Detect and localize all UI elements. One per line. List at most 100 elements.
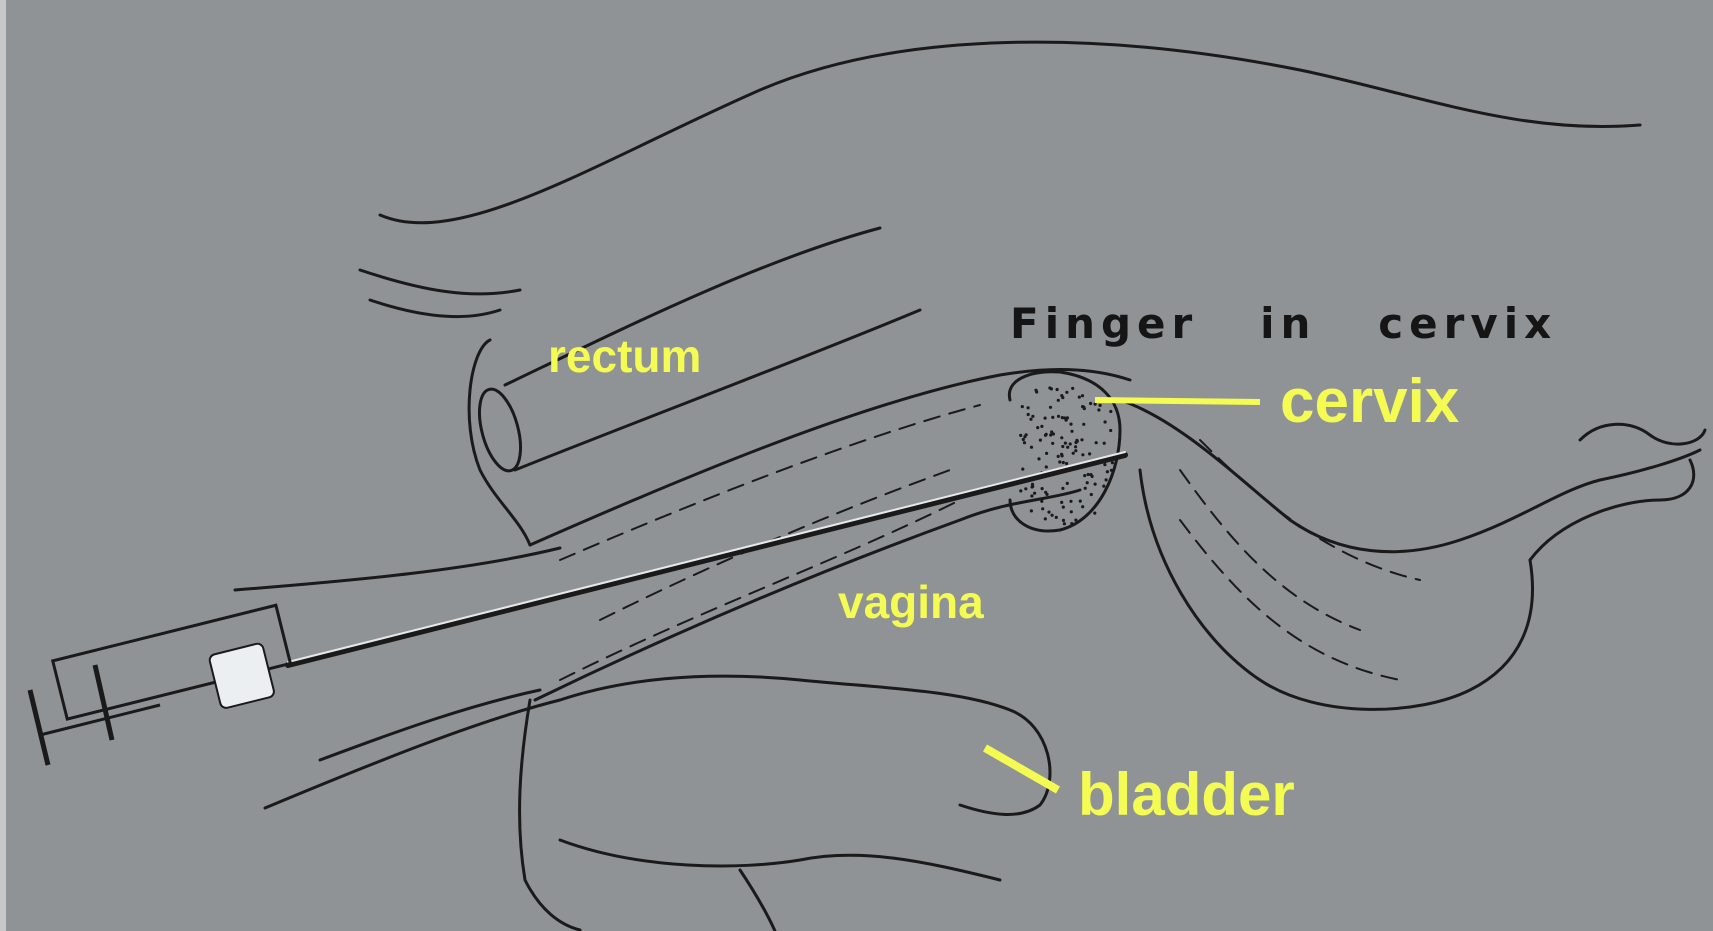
fundus [1530,460,1694,560]
upper-fold [360,270,520,294]
symphysis-line [520,700,580,930]
stipple-dot [1029,418,1032,421]
cervix-leader [1095,400,1260,402]
stipple-dot [1103,442,1106,445]
stipple-dot [1089,473,1092,476]
labia-line-2 [320,690,540,760]
label-cervix: cervix [1280,367,1460,436]
upper-fold-2 [370,300,500,317]
stipple-dot [1019,489,1022,492]
left-edge [0,0,6,931]
stipple-dot [1040,500,1043,503]
stipple-dot [1070,522,1073,525]
stipple-dot [1030,446,1033,449]
stipple-dot [1083,407,1086,410]
stipple-dot [1081,505,1084,508]
anterior-vaginal-wall [535,490,1080,700]
stipple-dot [1070,510,1073,513]
stipple-dot [1061,445,1064,448]
posterior-vaginal-wall [530,370,1130,545]
stipple-dot [1021,468,1024,471]
stipple-dot [1074,519,1077,522]
uterus-striation-2 [1200,440,1420,580]
bladder-outline [560,676,1050,814]
stipple-dot [1069,442,1072,445]
needle [288,455,1125,665]
stipple-dot [1050,430,1053,433]
stipple-dot [1055,516,1058,519]
stipple-dot [1105,478,1108,481]
stipple-dot [1056,388,1059,391]
rectum-opening [472,385,529,475]
stipple-dot [1090,493,1093,496]
stipple-dot [1060,436,1063,439]
label-vagina: vagina [838,576,984,628]
labia-line [265,700,560,808]
stipple-dot [1045,452,1048,455]
needle-highlight [288,452,1125,662]
stipple-dot [1065,391,1068,394]
stipple-dot [1050,387,1053,390]
stipple-dot [1041,507,1044,510]
stipple-dot [1023,435,1026,438]
stipple-dot [1104,420,1107,423]
stipple-dot [1086,481,1089,484]
stipple-dot [1069,423,1072,426]
body-contour [380,42,1640,223]
stipple-dot [1061,487,1064,490]
heading-finger-in-cervix: Finger in cervix [1010,299,1557,348]
stipple-dot [1036,426,1039,429]
stipple-dot [1111,461,1114,464]
stipple-dot [1027,406,1030,409]
stipple-dot [1034,389,1037,392]
stipple-dot [1049,433,1052,436]
stipple-dot [1095,441,1098,444]
stipple-dot [1064,442,1067,445]
stipple-dot [1024,487,1027,490]
stipple-dot [1044,491,1047,494]
label-bladder: bladder [1078,761,1295,828]
pubic-line [560,840,1000,880]
stipple-dot [1070,430,1073,433]
stipple-dot [1089,402,1092,405]
stipple-dot [1047,510,1050,513]
stipple-dot [1069,500,1072,503]
stipple-dot [1110,469,1113,472]
stipple-dot [1074,449,1077,452]
stipple-dot [1041,487,1044,490]
stipple-dot [1102,485,1105,488]
stipple-dot [1093,511,1096,514]
stipple-dot [1019,434,1022,437]
stipple-dot [1030,494,1033,497]
stipple-dot [1051,514,1054,517]
stipple-dot [1065,462,1068,465]
stipple-dot [1045,465,1048,468]
finger-grip [95,665,112,740]
stipple-dot [1109,410,1112,413]
syringe-plunger-tip [208,642,275,709]
stipple-dot [1031,415,1034,418]
stipple-dot [1088,452,1091,455]
stipple-dot [1057,415,1060,418]
stipple-dot [1062,461,1065,464]
stipple-dot [1030,509,1033,512]
stipple-dot [1033,492,1036,495]
stipple-dot [1083,474,1086,477]
stipple-dot [1049,406,1052,409]
uterus-striation-3 [1180,520,1400,680]
uterus-lower [1140,470,1533,709]
stipple-dot [1074,445,1077,448]
stipple-dot [1081,453,1084,456]
stipple-dot [1051,416,1054,419]
stipple-dot [1040,425,1043,428]
plunger-flange [30,690,48,765]
stipple-dot [1027,413,1030,416]
stipple-dot [1063,522,1066,525]
stipple-dot [1044,517,1047,520]
stipple-dot [1057,455,1060,458]
stipple-dot [1087,473,1090,476]
stipple-dot [1021,405,1024,408]
stipple-dot [1066,446,1069,449]
